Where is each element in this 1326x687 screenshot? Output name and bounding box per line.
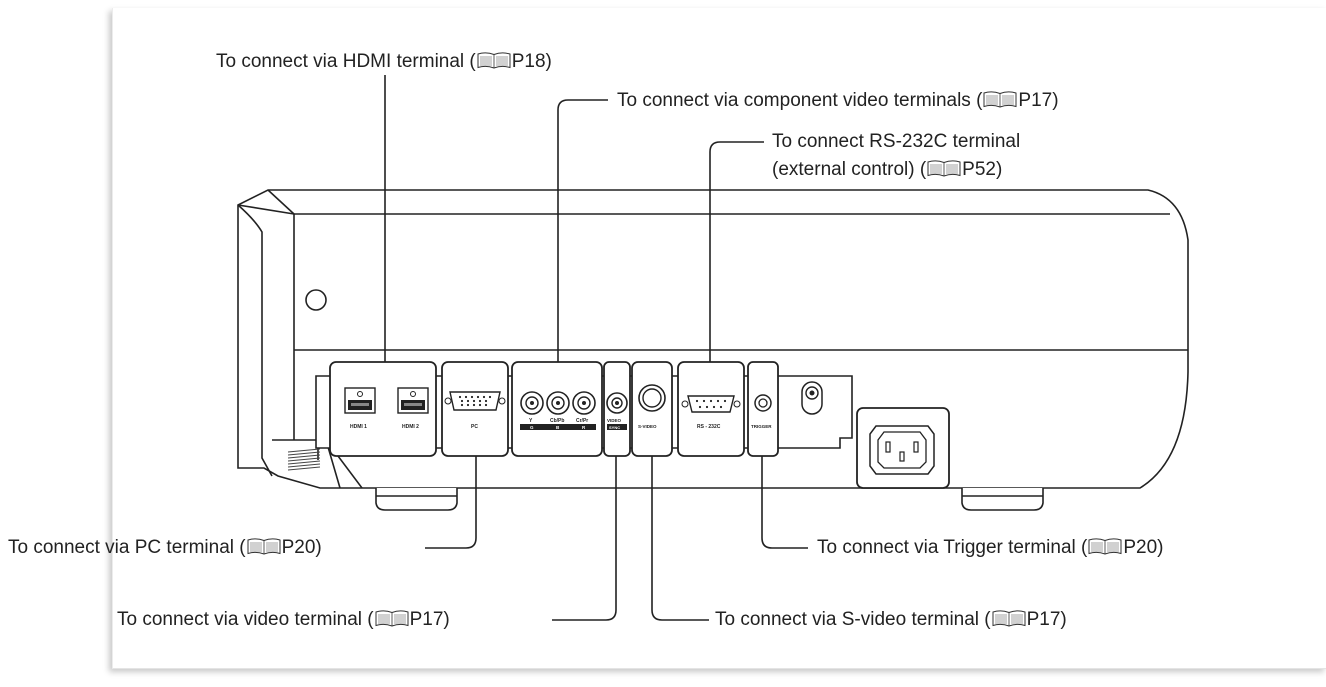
- rs232c-callout-ref: P52): [962, 159, 1003, 180]
- hdmi-callout-text: To connect via HDMI terminal (: [216, 51, 476, 72]
- s-video-callout: To connect via S-video terminal ( P17): [715, 608, 1067, 631]
- video-terminal: VIDEO SYNC: [603, 361, 631, 457]
- manual-book-icon: [927, 160, 961, 177]
- trigger-callout: To connect via Trigger terminal ( P20): [817, 536, 1163, 559]
- g-label: G: [530, 425, 534, 430]
- component-callout-text: To connect via component video terminals…: [617, 90, 983, 111]
- s-video-callout-text: To connect via S-video terminal (: [715, 609, 991, 630]
- s-video-label: S-VIDEO: [638, 424, 657, 429]
- rs232c-label: RS - 232C: [697, 424, 721, 430]
- manual-book-icon: [983, 91, 1017, 108]
- hdmi-callout-ref: P18): [511, 51, 552, 72]
- b-label: B: [556, 425, 560, 430]
- rs232c-terminal: RS - 232C: [677, 361, 745, 457]
- crpr-label: Cr/Pr: [576, 418, 588, 424]
- component-callout: To connect via component video terminals…: [617, 89, 1059, 112]
- trigger-label: TRIGGER: [751, 424, 772, 429]
- component-callout-ref: P17): [1018, 90, 1059, 111]
- s-video-terminal: S-VIDEO: [631, 361, 673, 457]
- hdmi-terminals: HDMI 1 HDMI 2: [329, 361, 437, 457]
- pc-label: PC: [471, 424, 478, 430]
- pc-terminal: PC: [441, 361, 509, 457]
- sync-label: SYNC: [609, 425, 620, 430]
- trigger-callout-text: To connect via Trigger terminal (: [817, 537, 1088, 558]
- pc-callout-ref: P20): [281, 537, 322, 558]
- leader-lines: [384, 75, 808, 621]
- video-callout: To connect via video terminal ( P17): [117, 608, 450, 631]
- hdmi2-label: HDMI 2: [402, 424, 419, 430]
- power-inlet: [856, 407, 950, 489]
- manual-book-icon: [1088, 538, 1122, 555]
- manual-book-icon: [247, 538, 281, 555]
- rs232c-callout-line1: To connect RS-232C terminal: [772, 131, 1021, 152]
- feet: [375, 488, 1044, 511]
- manual-book-icon: [375, 610, 409, 627]
- trigger-terminal: TRIGGER: [747, 361, 779, 457]
- rs232c-callout: To connect RS-232C terminal: [772, 130, 1020, 153]
- r-label: R: [582, 425, 586, 430]
- cbpb-label: Cb/Pb: [550, 418, 564, 424]
- manual-book-icon: [992, 610, 1026, 627]
- vent-grille: [287, 448, 321, 471]
- y-label: Y: [529, 418, 533, 424]
- manual-book-icon: [477, 52, 511, 69]
- pc-callout-text: To connect via PC terminal (: [8, 537, 246, 558]
- video-callout-ref: P17): [409, 609, 450, 630]
- screw-hole: [305, 289, 327, 311]
- pc-callout: To connect via PC terminal ( P20): [8, 536, 322, 559]
- component-video-terminals: Y Cb/Pb Cr/Pr G B R: [511, 361, 603, 457]
- trigger-callout-ref: P20): [1123, 537, 1164, 558]
- video-callout-text: To connect via video terminal (: [117, 609, 374, 630]
- hdmi-callout: To connect via HDMI terminal ( P18): [216, 50, 552, 73]
- rs232c-callout-second-line: (external control) ( P52): [772, 158, 1002, 181]
- rs232c-callout-line2: (external control) (: [772, 159, 927, 180]
- service-jack: [801, 381, 823, 415]
- hdmi1-label: HDMI 1: [350, 424, 367, 430]
- s-video-callout-ref: P17): [1026, 609, 1067, 630]
- video-label: VIDEO: [607, 418, 622, 423]
